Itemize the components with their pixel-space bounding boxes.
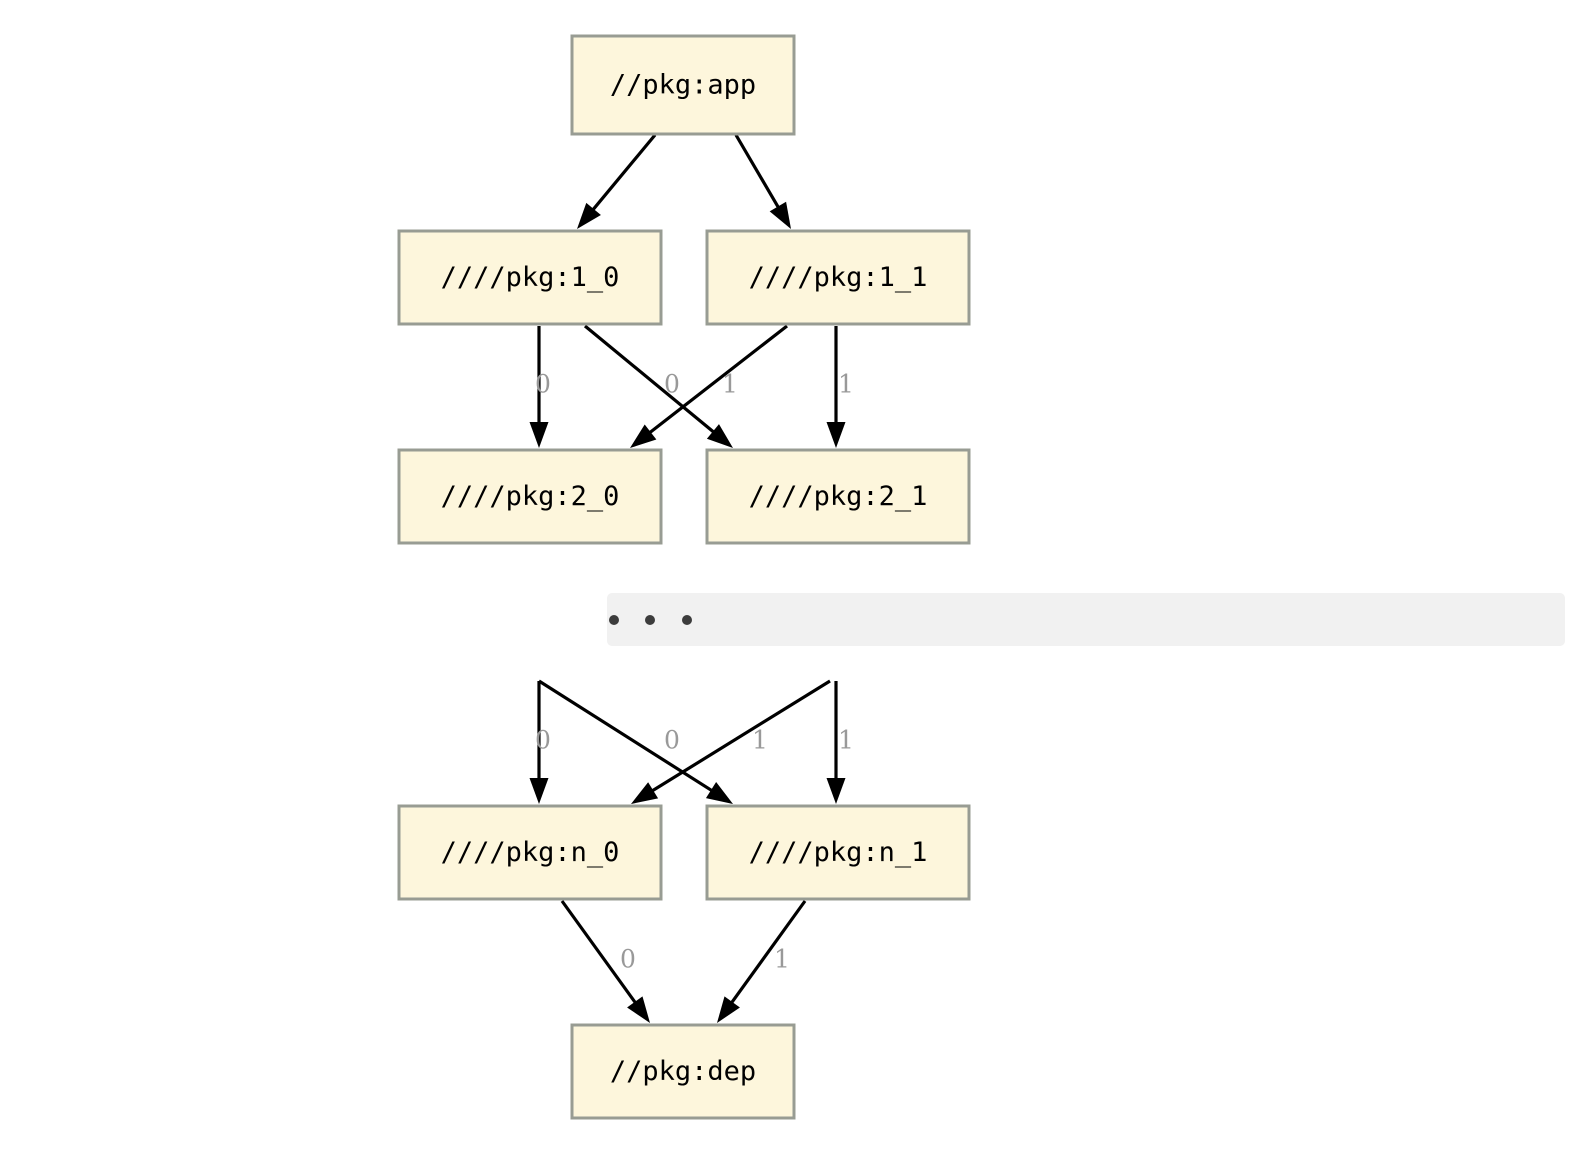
- edge-arrowhead: [717, 996, 740, 1023]
- graph-edge: [529, 681, 549, 804]
- graph-edge: [630, 324, 788, 448]
- graph-edge: [538, 679, 733, 804]
- ellipsis-dot: [609, 615, 619, 625]
- node-label: ////pkg:n_1: [749, 837, 928, 868]
- node-box[interactable]: [397, 804, 663, 901]
- edge-label: 1: [838, 726, 854, 755]
- graph-node-n2_0[interactable]: ////pkg:2_0: [397, 448, 663, 545]
- graph-edge: [583, 324, 733, 448]
- graph-edge: [717, 900, 807, 1023]
- node-box[interactable]: [397, 229, 663, 326]
- edge-label: 1: [722, 370, 738, 399]
- edge-layer: [529, 133, 846, 1023]
- graph-node-nn_0[interactable]: ////pkg:n_0: [397, 804, 663, 901]
- ellipsis-dot: [682, 615, 692, 625]
- edge-label: 1: [752, 726, 768, 755]
- edge-line: [590, 133, 657, 213]
- edge-label: 1: [838, 370, 854, 399]
- node-label: ////pkg:n_0: [441, 837, 620, 868]
- node-label: //pkg:dep: [610, 1056, 756, 1087]
- node-box[interactable]: [705, 229, 971, 326]
- edge-arrowhead: [631, 782, 659, 804]
- edge-line: [649, 679, 831, 794]
- edge-arrowhead: [529, 422, 549, 448]
- edge-arrowhead: [705, 782, 733, 804]
- graph-node-n1_1[interactable]: ////pkg:1_1: [705, 229, 971, 326]
- node-box[interactable]: [570, 34, 796, 136]
- graph-edge: [826, 326, 846, 448]
- edge-arrowhead: [826, 778, 846, 804]
- edge-label: 1: [774, 945, 790, 974]
- edge-line: [583, 324, 717, 435]
- node-label: ////pkg:1_1: [749, 262, 928, 293]
- edge-label: 0: [664, 726, 680, 755]
- node-label: ////pkg:2_0: [441, 481, 620, 512]
- ellipsis-band: [607, 593, 1565, 646]
- edge-line: [729, 900, 807, 1006]
- edge-label: 0: [535, 370, 551, 399]
- graph-edge: [734, 134, 791, 229]
- edge-line: [647, 324, 788, 436]
- graph-edge: [826, 681, 846, 804]
- edge-line: [734, 134, 781, 210]
- edge-arrowhead: [577, 202, 601, 229]
- edge-arrowhead: [769, 201, 791, 229]
- node-layer: //pkg:app ////pkg:1_0 ////pkg:1_1 ////pkg:2…: [397, 34, 971, 1120]
- edge-arrowhead: [627, 996, 650, 1023]
- graph-edge: [631, 679, 831, 804]
- edge-label: 0: [535, 726, 551, 755]
- edge-arrowhead: [826, 422, 846, 448]
- graph-edge: [560, 900, 650, 1023]
- graph-edge: [529, 326, 549, 448]
- edge-label: 0: [620, 945, 636, 974]
- edge-arrowhead: [706, 424, 733, 448]
- edge-label: 0: [664, 370, 680, 399]
- node-box[interactable]: [570, 1023, 796, 1120]
- graph-node-nn_1[interactable]: ////pkg:n_1: [705, 804, 971, 901]
- ellipsis-dot: [645, 615, 655, 625]
- node-box[interactable]: [705, 448, 971, 545]
- graph-node-n2_1[interactable]: ////pkg:2_1: [705, 448, 971, 545]
- node-label: ////pkg:1_0: [441, 262, 620, 293]
- edge-arrowhead: [630, 424, 657, 448]
- node-box[interactable]: [705, 804, 971, 901]
- graph-node-dep[interactable]: //pkg:dep: [570, 1023, 796, 1120]
- ellipsis-band-layer: [607, 593, 1565, 646]
- edge-arrowhead: [529, 778, 549, 804]
- edge-label-layer: 0 1 0 1 0 1 0 1 0 1: [535, 370, 854, 974]
- graph-node-app[interactable]: //pkg:app: [570, 34, 796, 136]
- node-label: //pkg:app: [610, 70, 756, 101]
- node-label: ////pkg:2_1: [749, 481, 928, 512]
- node-box[interactable]: [397, 448, 663, 545]
- edge-line: [560, 900, 638, 1006]
- edge-line: [538, 679, 715, 794]
- graph-edge: [577, 133, 657, 229]
- graph-node-n1_0[interactable]: ////pkg:1_0: [397, 229, 663, 326]
